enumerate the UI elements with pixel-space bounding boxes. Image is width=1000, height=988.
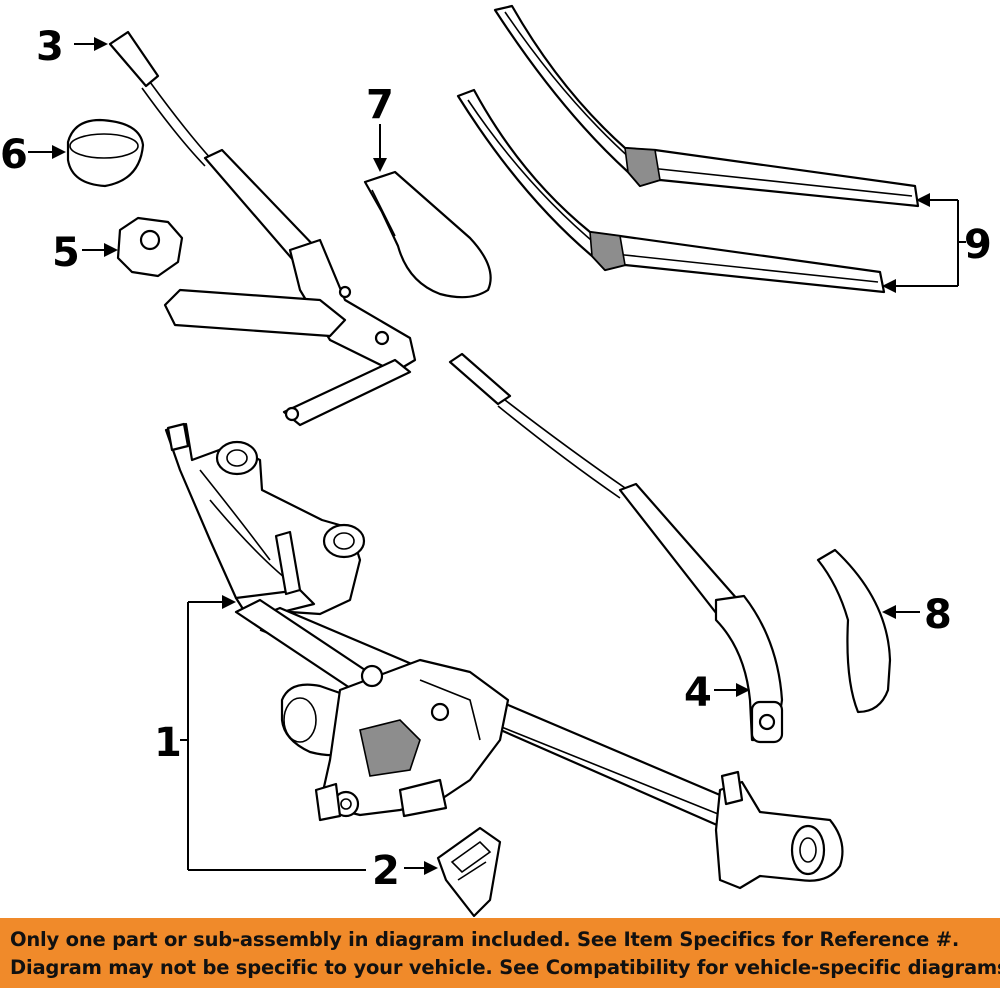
wiper-arm-left [108,30,417,427]
callout-7: 7 [366,82,394,128]
callout-1: 1 [154,720,182,766]
wiper-linkage-assembly [164,422,844,890]
callout-3: 3 [36,24,64,70]
disclaimer-banner: Only one part or sub-assembly in diagram… [0,918,1000,988]
callout-6: 6 [0,132,28,178]
leader-lines [28,37,966,875]
callout-8: 8 [924,592,952,638]
wiper-parts-diagram: 3 6 5 7 9 1 2 4 8 [0,4,992,918]
wiper-arm-right [448,352,784,744]
wiper-blade-upper [493,4,920,208]
cowl-cover [816,548,892,714]
wiper-nut [116,216,184,278]
wiper-blade-lower [456,88,886,294]
callout-4: 4 [684,670,712,716]
disclaimer-line-2: Diagram may not be specific to your vehi… [10,956,1000,979]
callout-5: 5 [52,230,80,276]
callout-2: 2 [372,848,400,894]
grommet [436,826,502,918]
arm-cover [363,170,492,299]
wiper-cap [66,118,145,188]
disclaimer-line-1: Only one part or sub-assembly in diagram… [10,928,960,951]
callout-9: 9 [964,222,992,268]
